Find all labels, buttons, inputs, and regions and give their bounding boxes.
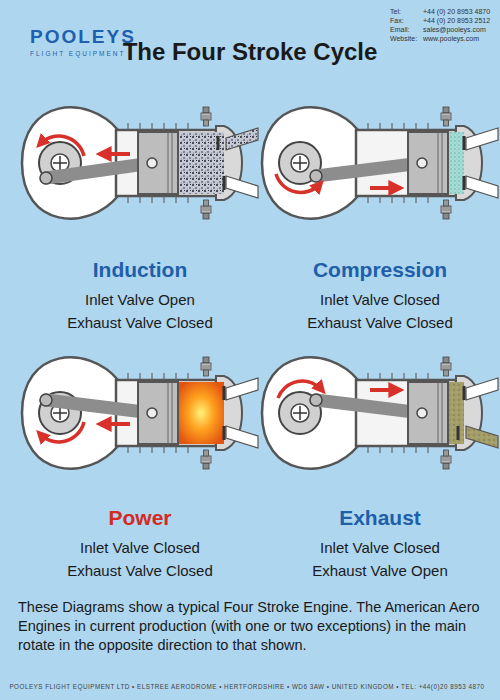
contact-value: www.pooleys.com [423,35,497,42]
contact-key: Website: [390,35,424,42]
stroke-heading: Compression [265,258,495,282]
valve-state: Inlet Valve Closed [265,291,495,308]
stroke-heading: Induction [25,258,255,282]
stroke-heading: Power [25,506,255,530]
valve-state: Inlet Valve Closed [265,539,495,556]
valve-state: Exhaust Valve Closed [25,314,255,331]
valve-state: Inlet Valve Closed [25,539,255,556]
stroke-heading: Exhaust [265,506,495,530]
contact-value: +44 (0) 20 8953 4870 [423,8,497,15]
contact-key: Email: [390,26,424,33]
valve-state: Exhaust Valve Open [265,562,495,579]
logo-subtitle: FLIGHT EQUIPMENT [30,50,190,57]
contact-key: Tel: [390,8,424,15]
contact-value: +44 (0) 20 8953 2512 [423,17,497,24]
contact-value: sales@pooleys.com [423,26,497,33]
valve-state: Exhaust Valve Closed [265,314,495,331]
valve-state: Exhaust Valve Closed [25,562,255,579]
contact-key: Fax: [390,17,424,24]
company-footer: POOLEYS FLIGHT EQUIPMENT LTD • ELSTREE A… [0,683,497,690]
company-logo: POOLEYS [30,26,190,48]
valve-state: Inlet Valve Open [25,291,255,308]
caption-note: These Diagrams show a typical Four Strok… [18,598,484,655]
